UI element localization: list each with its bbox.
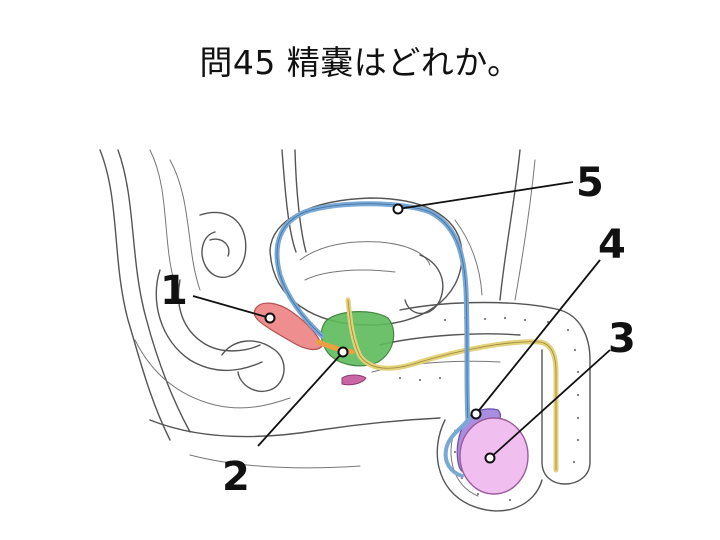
urethra-edge bbox=[347, 299, 557, 471]
bulbourethral-gland bbox=[341, 374, 367, 386]
leader-line-3 bbox=[489, 349, 611, 459]
leader-line-4 bbox=[475, 259, 601, 415]
label-1: 1 bbox=[160, 268, 188, 314]
label-5: 5 bbox=[576, 160, 604, 206]
marker-2 bbox=[337, 346, 349, 358]
label-2: 2 bbox=[222, 454, 250, 500]
marker-5 bbox=[392, 203, 404, 215]
prostate bbox=[320, 311, 395, 367]
leader-lines bbox=[192, 181, 611, 459]
markers bbox=[264, 203, 496, 464]
pelvis-sketch bbox=[99, 149, 591, 512]
leader-line-2 bbox=[257, 351, 344, 447]
leader-line-5 bbox=[397, 181, 574, 210]
marker-4 bbox=[470, 408, 482, 420]
organs bbox=[253, 302, 529, 495]
vas-deferens bbox=[274, 201, 471, 423]
leader-line-1 bbox=[192, 295, 271, 319]
vas-deferens-edge bbox=[276, 203, 469, 421]
question-title: 問45 精嚢はどれか。 bbox=[199, 43, 521, 82]
label-3: 3 bbox=[608, 316, 636, 362]
vas-deferens-coil bbox=[443, 418, 470, 478]
marker-1 bbox=[264, 312, 276, 324]
marker-3 bbox=[484, 452, 496, 464]
ejaculatory-duct bbox=[315, 339, 355, 355]
label-4: 4 bbox=[598, 222, 626, 268]
